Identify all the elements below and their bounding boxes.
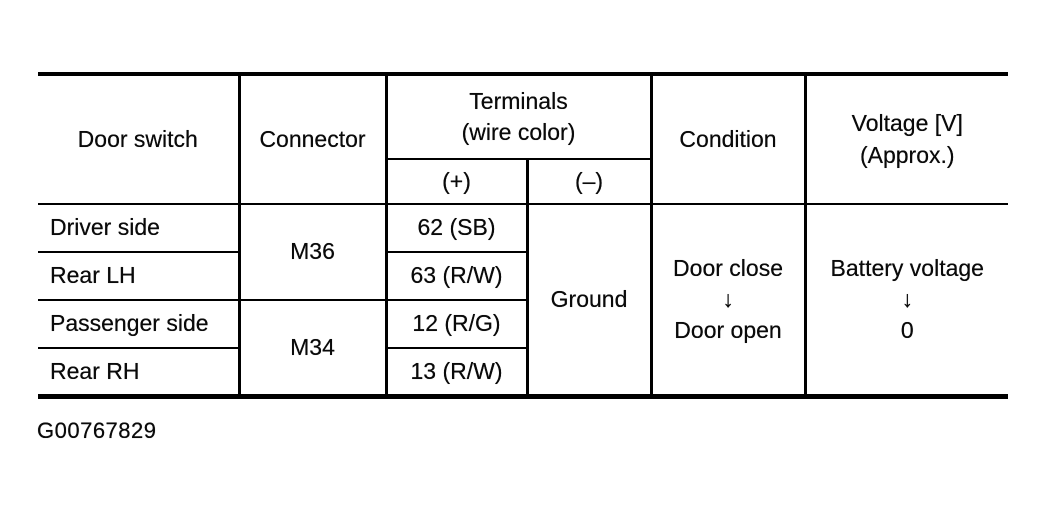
header-terminals: Terminals (wire color): [384, 73, 653, 160]
header-row-main: Door switch Connector Terminals (wire co…: [38, 73, 1009, 205]
cell-terminal-plus: 62 (SB): [384, 203, 529, 253]
figure-id: G00767829: [37, 418, 157, 443]
header-terminal-plus: (+): [384, 158, 529, 205]
table-row-driver-side: Driver side M36 62 (SB) Ground Door clos…: [38, 203, 1009, 397]
cell-connector-m36: M36: [237, 203, 388, 301]
header-door-switch: Door switch: [38, 73, 241, 205]
cell-condition: Door close ↓ Door open: [649, 203, 807, 397]
header-row-sub: (+) (–): [38, 158, 1008, 205]
cell-door-switch: Driver side: [38, 203, 241, 253]
header-condition: Condition: [649, 73, 807, 205]
header-connector: Connector: [237, 73, 388, 205]
cell-terminal-minus-ground: Ground: [525, 203, 653, 397]
table-row-passenger-side: Passenger side M34 12 (R/G): [38, 299, 1008, 397]
cell-door-switch: Passenger side: [38, 299, 241, 349]
cell-terminal-plus: 63 (R/W): [384, 251, 529, 301]
door-switch-spec-table: Door switch Connector Terminals (wire co…: [38, 72, 1009, 399]
cell-terminal-plus: 13 (R/W): [384, 347, 529, 397]
cell-connector-m34: M34: [237, 299, 388, 397]
cell-voltage: Battery voltage ↓ 0: [803, 203, 1009, 397]
header-voltage: Voltage [V] (Approx.): [803, 73, 1009, 205]
cell-door-switch: Rear LH: [38, 251, 241, 301]
cell-door-switch: Rear RH: [38, 347, 241, 397]
header-terminal-minus: (–): [525, 158, 653, 205]
table-row-rear-rh: Rear RH 13 (R/W): [38, 347, 1008, 397]
table-row-rear-lh: Rear LH 63 (R/W): [38, 251, 1008, 301]
cell-terminal-plus: 12 (R/G): [384, 299, 529, 349]
